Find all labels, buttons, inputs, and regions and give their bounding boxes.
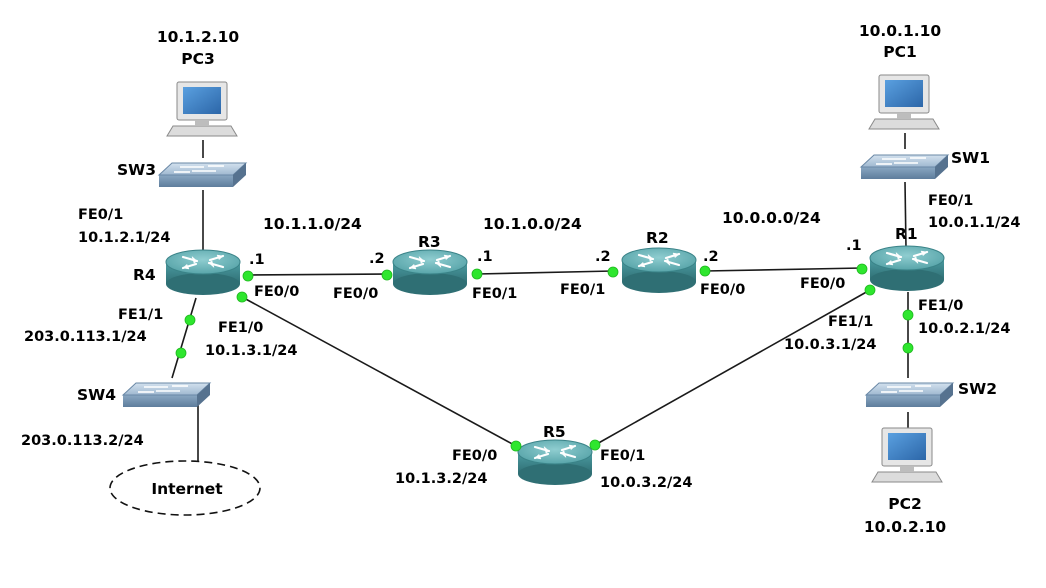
pc1-computer-icon[interactable]	[868, 74, 940, 130]
r3-name-label: R3	[418, 233, 441, 251]
port-dot-r5-fe01	[589, 439, 601, 451]
port-dot-r3-fe00	[381, 269, 393, 281]
sw4-name-label: SW4	[77, 386, 116, 404]
r4-fe00-host-label: .1	[249, 252, 265, 268]
link-r2-r1	[704, 267, 863, 272]
r4-fe11-label: FE1/1	[118, 307, 163, 323]
sw1-switch-icon[interactable]	[860, 154, 949, 180]
r1-fe11-label: FE1/1	[828, 314, 873, 330]
r5-fe01-label: FE0/1	[600, 448, 645, 464]
r1-fe10-ip-label: 10.0.2.1/24	[918, 321, 1010, 337]
r4-fe10-label: FE1/0	[218, 320, 263, 336]
sw2-switch-icon[interactable]	[865, 382, 954, 408]
link-r4-r3	[247, 273, 388, 276]
r5-router-icon[interactable]	[516, 438, 594, 487]
r2-fe00-label: FE0/0	[700, 282, 745, 298]
port-dot-r1-fe00	[856, 263, 868, 275]
port-dot-r5-fe00	[510, 440, 522, 452]
network-r2-r1-label: 10.0.0.0/24	[722, 209, 821, 227]
port-dot-r1-fe10	[902, 309, 914, 321]
network-r4-r3-label: 10.1.1.0/24	[263, 215, 362, 233]
sw4-switch-icon[interactable]	[122, 382, 211, 408]
pc2-ip-label: 10.0.2.10	[864, 518, 947, 536]
sw4-ip-label: 203.0.113.2/24	[21, 433, 144, 449]
link-r4-r5	[241, 296, 517, 447]
r4-fe11-ip-label: 203.0.113.1/24	[24, 329, 147, 345]
link-r3-r2	[476, 270, 614, 275]
port-dot-r4-fe11	[184, 314, 196, 326]
r2-fe01-host-label: .2	[595, 249, 611, 265]
pc3-name-label: PC3	[181, 50, 215, 68]
r1-fe01-label: FE0/1	[928, 193, 973, 209]
r1-fe01-ip-label: 10.0.1.1/24	[928, 215, 1020, 231]
sw3-name-label: SW3	[117, 161, 156, 179]
port-dot-sw4-uplink	[175, 347, 187, 359]
r4-fe01-label: FE0/1	[78, 207, 123, 223]
port-dot-r1-fe11	[864, 284, 876, 296]
port-dot-r4-fe00	[242, 270, 254, 282]
link-r4-sw4	[171, 297, 197, 379]
r2-fe01-label: FE0/1	[560, 282, 605, 298]
sw2-name-label: SW2	[958, 380, 997, 398]
port-dot-r2-fe01	[607, 266, 619, 278]
r4-router-icon[interactable]	[164, 248, 242, 297]
r5-fe00-label: FE0/0	[452, 448, 497, 464]
r5-fe01-ip-label: 10.0.3.2/24	[600, 475, 692, 491]
port-dot-sw2-uplink	[902, 342, 914, 354]
r1-fe00-host-label: .1	[846, 238, 862, 254]
r1-fe00-label: FE0/0	[800, 276, 845, 292]
internet-cloud	[109, 460, 261, 516]
r4-fe00-label: FE0/0	[254, 284, 299, 300]
pc3-computer-icon[interactable]	[166, 81, 238, 137]
port-dot-r3-fe01	[471, 268, 483, 280]
pc3-ip-label: 10.1.2.10	[157, 28, 240, 46]
r5-name-label: R5	[543, 423, 566, 441]
port-indicators	[175, 263, 914, 452]
r5-fe00-ip-label: 10.1.3.2/24	[395, 471, 487, 487]
r2-name-label: R2	[646, 229, 669, 247]
port-dot-r2-fe00	[699, 265, 711, 277]
pc2-name-label: PC2	[888, 495, 922, 513]
r3-fe01-label: FE0/1	[472, 286, 517, 302]
link-sw1-r1	[904, 181, 907, 249]
r3-fe00-label: FE0/0	[333, 286, 378, 302]
links	[171, 133, 909, 470]
r1-fe11-ip-label: 10.0.3.1/24	[784, 337, 876, 353]
port-dot-r4-fe10	[236, 291, 248, 303]
pc1-ip-label: 10.0.1.10	[859, 22, 942, 40]
internet-label: Internet	[151, 480, 223, 498]
r2-fe00-host-label: .2	[703, 249, 719, 265]
r3-router-icon[interactable]	[391, 248, 469, 297]
sw1-name-label: SW1	[951, 149, 990, 167]
pc2-computer-icon[interactable]	[871, 427, 943, 483]
r3-fe00-host-label: .2	[369, 251, 385, 267]
sw3-switch-icon[interactable]	[158, 162, 247, 188]
link-r1-r5	[594, 289, 871, 446]
r1-name-label: R1	[895, 225, 918, 243]
r1-router-icon[interactable]	[868, 244, 946, 293]
r4-name-label: R4	[133, 266, 156, 284]
r2-router-icon[interactable]	[620, 246, 698, 295]
r3-fe01-host-label: .1	[477, 249, 493, 265]
r4-fe01-ip-label: 10.1.2.1/24	[78, 230, 170, 246]
network-r3-r2-label: 10.1.0.0/24	[483, 215, 582, 233]
r1-fe10-label: FE1/0	[918, 298, 963, 314]
pc1-name-label: PC1	[883, 43, 917, 61]
r4-fe10-ip-label: 10.1.3.1/24	[205, 343, 297, 359]
